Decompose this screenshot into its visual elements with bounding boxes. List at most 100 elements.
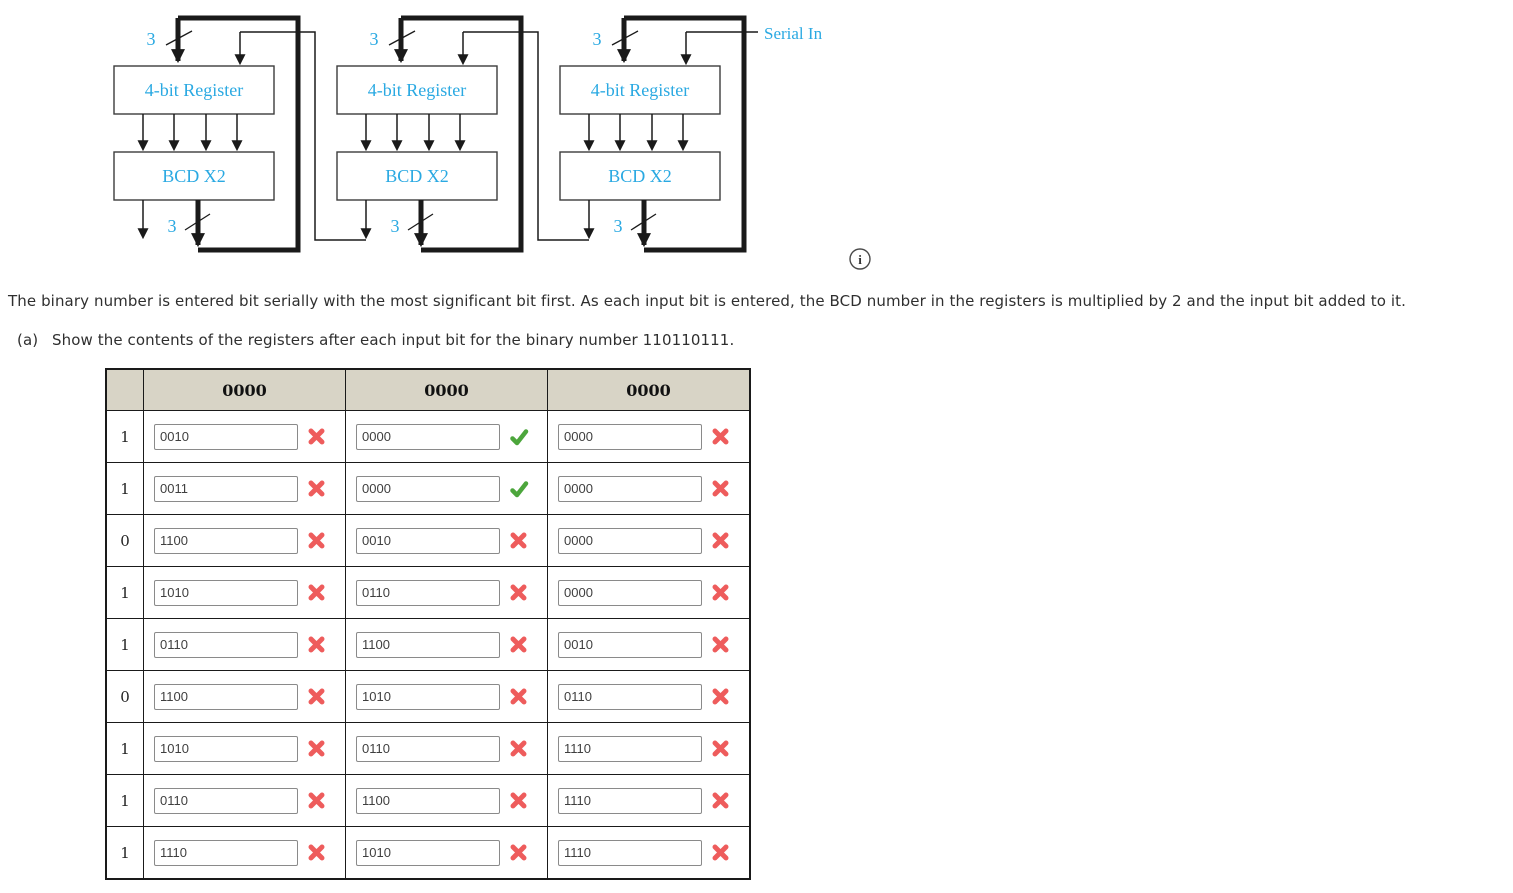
answer-table-container: 0000 0000 0000 110110111 xyxy=(105,368,751,880)
register-value-input[interactable] xyxy=(154,423,298,450)
register-cell xyxy=(345,514,548,567)
register-value-input[interactable] xyxy=(154,839,298,866)
register-stage-2: 3 4-bit Register BCD X2 3 xyxy=(336,15,524,253)
register-answer-table: 0000 0000 0000 110110111 xyxy=(105,368,751,880)
register-cell xyxy=(143,618,346,671)
bus-width-label: 3 xyxy=(593,29,602,49)
register-cell xyxy=(547,462,751,515)
register-value-input[interactable] xyxy=(154,631,298,658)
serial-in-label: Serial In xyxy=(764,24,823,43)
register-stage-3: 3 4-bit Register BCD X2 3 xyxy=(559,15,747,253)
register-value-input[interactable] xyxy=(154,683,298,710)
register-cell xyxy=(143,410,346,463)
bus-width-label: 3 xyxy=(614,216,623,236)
register-value-input[interactable] xyxy=(356,787,500,814)
feedback-bus-wire xyxy=(178,15,301,253)
register-value-input[interactable] xyxy=(558,683,702,710)
register-box xyxy=(336,65,498,115)
incorrect-x-icon xyxy=(307,843,327,863)
register-value-input[interactable] xyxy=(558,735,702,762)
register-value-input[interactable] xyxy=(154,579,298,606)
register-value-input[interactable] xyxy=(558,527,702,554)
incorrect-x-icon xyxy=(307,687,327,707)
register-value-input[interactable] xyxy=(356,527,500,554)
incorrect-x-icon xyxy=(509,687,529,707)
register-value-input[interactable] xyxy=(356,839,500,866)
register-value-input[interactable] xyxy=(558,475,702,502)
register-cell xyxy=(547,410,751,463)
register-value-input[interactable] xyxy=(558,423,702,450)
register-value-input[interactable] xyxy=(154,787,298,814)
incorrect-x-icon xyxy=(509,531,529,551)
input-bit-cell: 1 xyxy=(105,826,144,880)
register-value-input[interactable] xyxy=(356,423,500,450)
table-header-row: 0000 0000 0000 xyxy=(105,368,751,411)
table-row: 1 xyxy=(105,566,751,619)
header-corner-cell xyxy=(105,368,144,411)
incorrect-x-icon xyxy=(307,531,327,551)
table-row: 1 xyxy=(105,462,751,515)
register-value-input[interactable] xyxy=(356,735,500,762)
correct-check-icon xyxy=(509,427,529,447)
register-value-input[interactable] xyxy=(154,735,298,762)
register-cell xyxy=(143,826,346,880)
register-cell xyxy=(345,618,548,671)
bus-width-slash xyxy=(611,30,639,46)
register-value-input[interactable] xyxy=(356,475,500,502)
register-cell xyxy=(143,774,346,827)
register-value-input[interactable] xyxy=(558,839,702,866)
register-label: 4-bit Register xyxy=(368,80,466,100)
incorrect-x-icon xyxy=(711,479,731,499)
input-bit-cell: 1 xyxy=(105,774,144,827)
register-label: 4-bit Register xyxy=(591,80,689,100)
register-value-input[interactable] xyxy=(558,579,702,606)
register-value-input[interactable] xyxy=(356,683,500,710)
incorrect-x-icon xyxy=(307,427,327,447)
bus-width-label: 3 xyxy=(147,29,156,49)
register-box xyxy=(559,65,721,115)
register-box xyxy=(113,65,275,115)
incorrect-x-icon xyxy=(509,791,529,811)
table-row: 1 xyxy=(105,618,751,671)
register-value-input[interactable] xyxy=(558,631,702,658)
incorrect-x-icon xyxy=(509,583,529,603)
incorrect-x-icon xyxy=(711,427,731,447)
incorrect-x-icon xyxy=(711,687,731,707)
input-bit-cell: 1 xyxy=(105,566,144,619)
register-value-input[interactable] xyxy=(558,787,702,814)
stage2-to-stage1-wire xyxy=(240,31,366,241)
table-row: 1 xyxy=(105,410,751,463)
register-cell xyxy=(547,618,751,671)
table-row: 0 xyxy=(105,670,751,723)
register-cell xyxy=(547,670,751,723)
register-cell xyxy=(143,722,346,775)
register-cell xyxy=(547,722,751,775)
incorrect-x-icon xyxy=(509,843,529,863)
bcd-x2-box xyxy=(336,151,498,201)
bus-width-slash xyxy=(388,30,416,46)
register-value-input[interactable] xyxy=(356,631,500,658)
bus-width-slash xyxy=(630,213,657,231)
register-cell xyxy=(143,566,346,619)
register-label: 4-bit Register xyxy=(145,80,243,100)
info-icon[interactable]: i xyxy=(849,248,871,270)
part-a-text: Show the contents of the registers after… xyxy=(52,331,735,349)
incorrect-x-icon xyxy=(307,791,327,811)
register-cell xyxy=(547,566,751,619)
feedback-bus-wire xyxy=(401,15,524,253)
register-cell xyxy=(547,826,751,880)
input-bit-cell: 1 xyxy=(105,410,144,463)
register-value-input[interactable] xyxy=(154,527,298,554)
incorrect-x-icon xyxy=(711,583,731,603)
register-value-input[interactable] xyxy=(356,579,500,606)
table-row: 1 xyxy=(105,774,751,827)
incorrect-x-icon xyxy=(711,635,731,655)
incorrect-x-icon xyxy=(307,583,327,603)
input-bit-cell: 0 xyxy=(105,670,144,723)
register-value-input[interactable] xyxy=(154,475,298,502)
bcd-x2-label: BCD X2 xyxy=(162,166,226,186)
input-bit-cell: 1 xyxy=(105,618,144,671)
table-row: 0 xyxy=(105,514,751,567)
register-cell xyxy=(345,462,548,515)
register-cell xyxy=(143,462,346,515)
